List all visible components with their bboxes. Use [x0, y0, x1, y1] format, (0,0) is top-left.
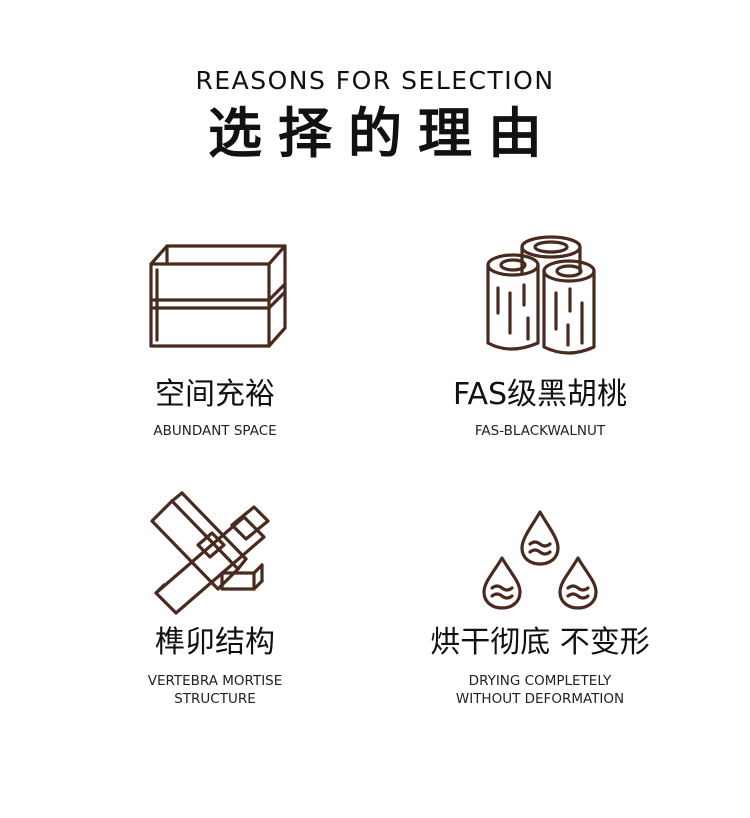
feature-drying-completely: 烘干彻底 不变形 DRYING COMPLETELY WITHOUT DEFOR… [410, 480, 670, 720]
feature-subtitle-line2: STRUCTURE [174, 691, 256, 707]
mortise-joint-icon [142, 485, 280, 623]
wood-logs-icon [480, 233, 602, 363]
feature-subtitle-line1: DRYING COMPLETELY [468, 673, 612, 689]
wooden-box-icon [145, 240, 290, 352]
feature-subtitle: FAS-BLACKWALNUT [474, 423, 606, 439]
feature-subtitle-line1: VERTEBRA MORTISE [147, 673, 283, 689]
feature-title: 榫卯结构 [155, 625, 275, 660]
feature-subtitle-line2: WITHOUT DEFORMATION [455, 691, 625, 707]
header-title-en: REASONS FOR SELECTION [195, 66, 555, 95]
feature-abundant-space: 空间充裕 ABUNDANT SPACE [120, 225, 310, 455]
feature-title: 烘干彻底 不变形 [430, 625, 650, 660]
feature-mortise-structure: 榫卯结构 VERTEBRA MORTISE STRUCTURE [120, 480, 310, 720]
feature-fas-black-walnut: FAS级黑胡桃 FAS-BLACKWALNUT [420, 225, 660, 455]
feature-subtitle: ABUNDANT SPACE [153, 423, 277, 439]
feature-title: FAS级黑胡桃 [452, 377, 628, 412]
section-header: REASONS FOR SELECTION 选择的理由 [0, 64, 750, 166]
water-drops-icon [480, 508, 600, 613]
header-title-zh: 选择的理由 [208, 102, 558, 165]
feature-title: 空间充裕 [155, 377, 275, 412]
